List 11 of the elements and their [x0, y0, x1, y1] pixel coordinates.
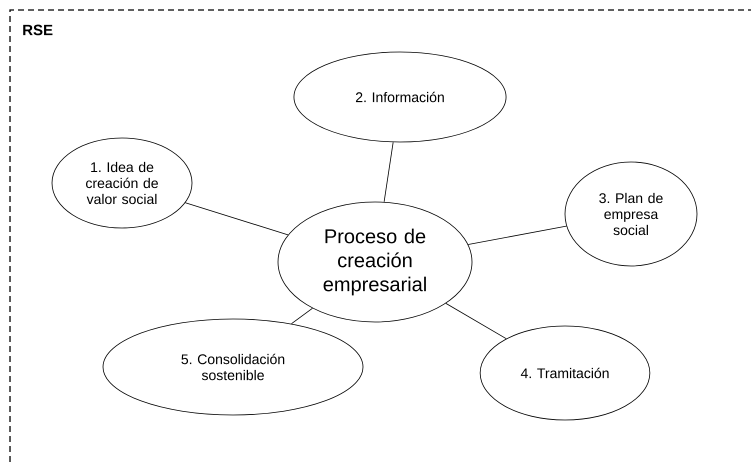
connector-line [184, 202, 288, 236]
ellipse-node: 3. Plan de empresa social [564, 162, 698, 266]
ellipse-node: 1. Idea de creación de valor social [52, 138, 192, 228]
ellipse-node: 5. Consolidación sostenible [102, 318, 364, 416]
connector-line [384, 142, 394, 202]
ellipse-node: Proceso de creación empresarial [278, 202, 472, 322]
connector-line [446, 303, 507, 340]
connector-line [291, 308, 313, 324]
ellipse-node: 2. Información [294, 52, 506, 142]
ellipse-node: 4. Tramitación [480, 326, 650, 420]
connector-line [468, 226, 567, 245]
